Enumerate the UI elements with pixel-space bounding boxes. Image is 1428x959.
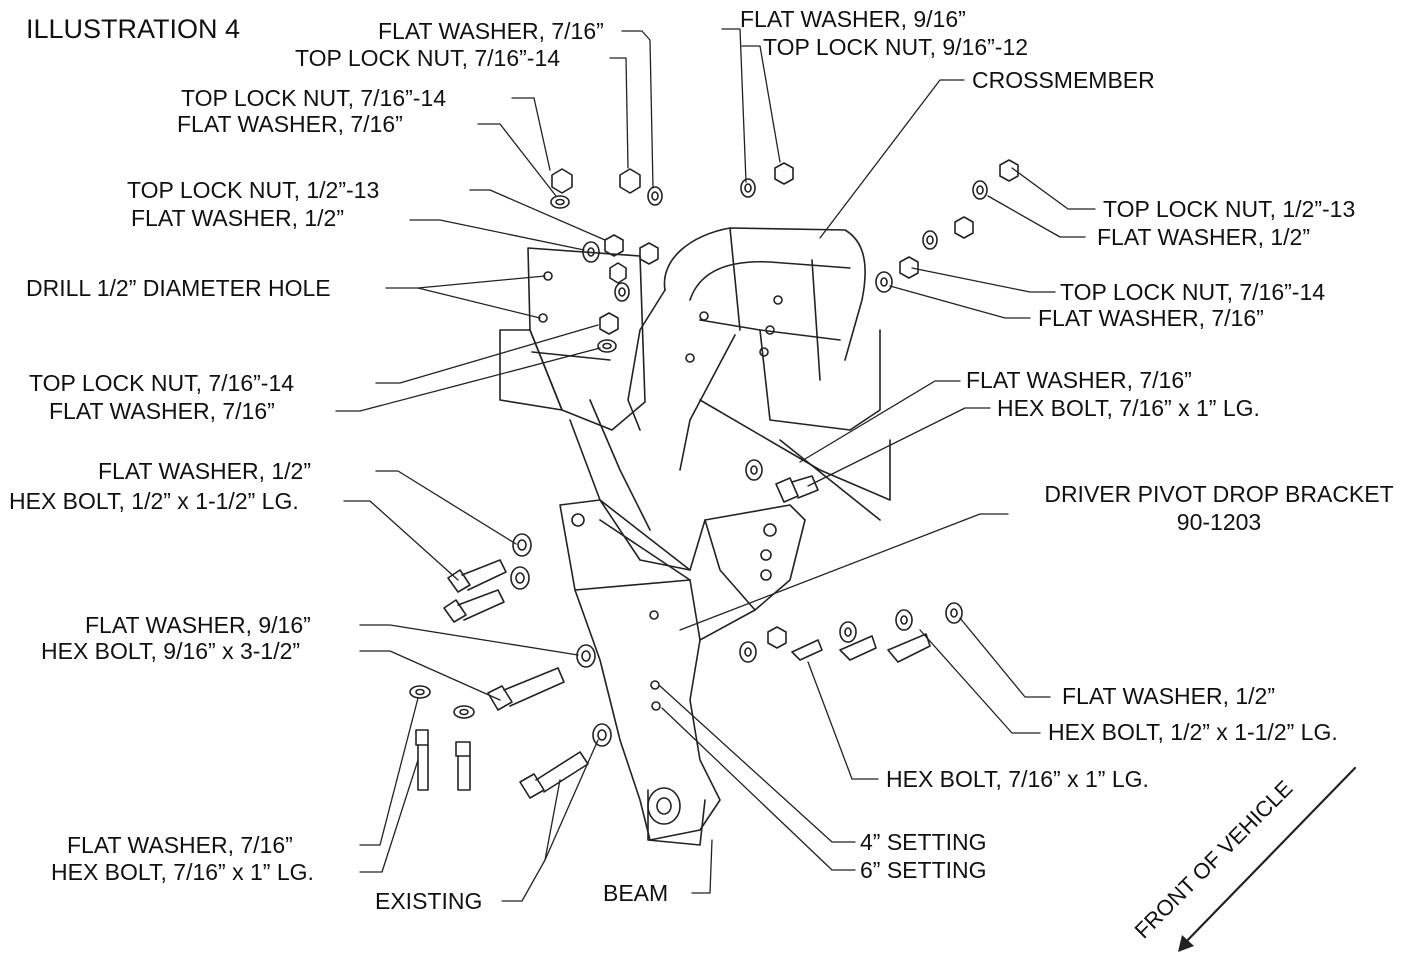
washers [409, 178, 988, 747]
label-flat-washer-7-16-bottom: FLAT WASHER, 7/16” [67, 832, 293, 858]
label-flat-washer-9-16-top: FLAT WASHER, 9/16” [740, 6, 966, 32]
label-flat-washer-1-2-right: FLAT WASHER, 1/2” [1097, 224, 1311, 250]
label-flat-washer-1-2-lower-right: FLAT WASHER, 1/2” [1062, 683, 1276, 709]
label-hex-bolt-7-16-center: HEX BOLT, 7/16” x 1” LG. [997, 395, 1260, 421]
label-beam: BEAM [603, 880, 669, 906]
label-top-lock-nut-1-2-left: TOP LOCK NUT, 1/2”-13 [127, 177, 380, 203]
label-flat-washer-1-2-left: FLAT WASHER, 1/2” [131, 205, 345, 231]
beam-part [647, 787, 706, 846]
diagonal-brace [569, 399, 891, 571]
label-hex-bolt-1-2-right: HEX BOLT, 1/2” x 1-1/2” LG. [1048, 719, 1338, 745]
label-crossmember: CROSSMEMBER [972, 67, 1155, 93]
label-top-lock-nut-7-16-top: TOP LOCK NUT, 7/16”-14 [295, 45, 561, 71]
leader-lines [335, 28, 1096, 902]
label-drill-hole: DRILL 1/2” DIAMETER HOLE [26, 275, 331, 301]
label-setting-4: 4” SETTING [860, 829, 987, 855]
label-bracket-number: 90-1203 [1176, 509, 1262, 535]
label-top-lock-nut-1-2-right: TOP LOCK NUT, 1/2”-13 [1103, 196, 1356, 222]
label-hex-bolt-7-16-bottom: HEX BOLT, 7/16” x 1” LG. [51, 859, 314, 885]
label-hex-bolt-1-2-left: HEX BOLT, 1/2” x 1-1/2” LG. [9, 488, 299, 514]
label-flat-washer-7-16-top: FLAT WASHER, 7/16” [378, 18, 604, 44]
front-arrow-line [1178, 766, 1357, 950]
label-top-lock-nut-7-16-right: TOP LOCK NUT, 7/16”-14 [1060, 279, 1326, 305]
label-bracket-name: DRIVER PIVOT DROP BRACKET [1044, 481, 1394, 507]
bolts [415, 475, 931, 799]
label-top-lock-nut-9-16: TOP LOCK NUT, 9/16”-12 [763, 34, 1029, 60]
left-frame-plate [499, 247, 646, 431]
label-hex-bolt-7-16-lower: HEX BOLT, 7/16” x 1” LG. [886, 766, 1149, 792]
bracket-holes [538, 271, 783, 711]
illustration-title: ILLUSTRATION 4 [26, 14, 241, 44]
label-flat-washer-1-2-lower-left: FLAT WASHER, 1/2” [98, 458, 312, 484]
label-hex-bolt-9-16: HEX BOLT, 9/16” x 3-1/2” [41, 638, 301, 664]
label-flat-washer-7-16-mid: FLAT WASHER, 7/16” [49, 398, 275, 424]
label-existing: EXISTING [375, 888, 483, 914]
driver-pivot-drop-bracket [559, 499, 806, 841]
label-flat-washer-7-16-left: FLAT WASHER, 7/16” [177, 111, 403, 137]
label-top-lock-nut-7-16-left: TOP LOCK NUT, 7/16”-14 [181, 85, 447, 111]
label-flat-washer-7-16-right: FLAT WASHER, 7/16” [1038, 305, 1264, 331]
nuts [551, 159, 1019, 649]
arrow-head-icon [1178, 935, 1194, 952]
crossmember-part [627, 227, 881, 471]
label-setting-6: 6” SETTING [860, 857, 987, 883]
label-flat-washer-7-16-center: FLAT WASHER, 7/16” [966, 367, 1192, 393]
label-top-lock-nut-7-16-mid: TOP LOCK NUT, 7/16”-14 [29, 370, 295, 396]
label-flat-washer-9-16-lower: FLAT WASHER, 9/16” [85, 612, 311, 638]
